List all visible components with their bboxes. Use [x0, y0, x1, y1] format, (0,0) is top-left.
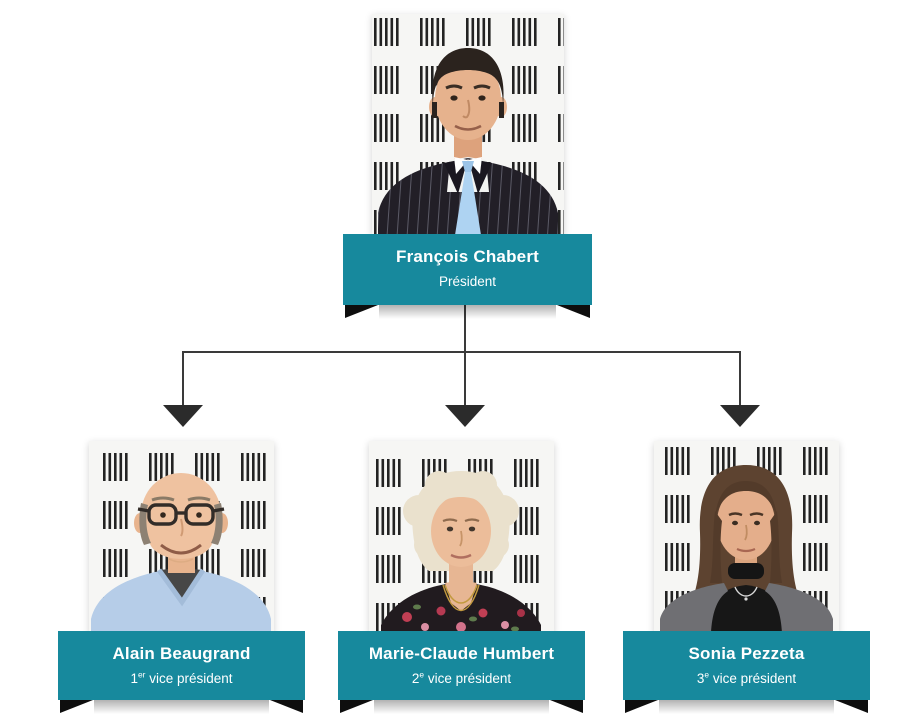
- person-title: Président: [438, 274, 497, 289]
- person-name: François Chabert: [395, 247, 539, 266]
- org-node-vp2: Marie-Claude Humbert 2e vice président: [338, 441, 585, 714]
- portrait-photo-vp3: [654, 441, 839, 633]
- name-banner-vp3: Sonia Pezzeta 3e vice président: [623, 631, 870, 714]
- portrait-woman-white-hair-icon: [369, 441, 554, 633]
- org-node-vp1: Alain Beaugrand 1er vice président: [58, 441, 305, 714]
- arrow-down-icon: [720, 405, 760, 427]
- person-title: 2e vice président: [411, 669, 512, 686]
- name-banner-president: François Chabert Président: [343, 234, 592, 319]
- portrait-bald-man-glasses-icon: [89, 441, 274, 633]
- ribbon-fold-left: [60, 700, 93, 713]
- ribbon-fold-left: [340, 700, 373, 713]
- ribbon-fold-right: [835, 700, 868, 713]
- connector-drop-vp1: [182, 352, 184, 406]
- portrait-woman-brown-hair-icon: [654, 441, 839, 633]
- ribbon-fold-right: [270, 700, 303, 713]
- org-node-president: François Chabert Président: [343, 14, 592, 319]
- person-name: Sonia Pezzeta: [688, 644, 805, 663]
- ribbon-fold-left: [345, 305, 378, 318]
- ribbon-fold-right: [557, 305, 590, 318]
- arrow-down-icon: [445, 405, 485, 427]
- connector-root-stem: [464, 305, 466, 352]
- org-node-vp3: Sonia Pezzeta 3e vice président: [623, 441, 870, 714]
- portrait-photo-president: [372, 14, 564, 235]
- portrait-man-suit-icon: [372, 14, 564, 235]
- portrait-photo-vp1: [89, 441, 274, 633]
- person-name: Marie-Claude Humbert: [368, 644, 555, 663]
- arrow-down-icon: [163, 405, 203, 427]
- person-title: 1er vice président: [130, 669, 233, 686]
- person-name: Alain Beaugrand: [112, 644, 251, 663]
- name-banner-vp1: Alain Beaugrand 1er vice président: [58, 631, 305, 714]
- portrait-photo-vp2: [369, 441, 554, 633]
- ribbon-fold-right: [550, 700, 583, 713]
- connector-horizontal-bar: [182, 351, 741, 353]
- ribbon-fold-left: [625, 700, 658, 713]
- connector-drop-vp2: [464, 352, 466, 406]
- person-title: 3e vice président: [696, 669, 797, 686]
- connector-drop-vp3: [739, 352, 741, 406]
- name-banner-vp2: Marie-Claude Humbert 2e vice président: [338, 631, 585, 714]
